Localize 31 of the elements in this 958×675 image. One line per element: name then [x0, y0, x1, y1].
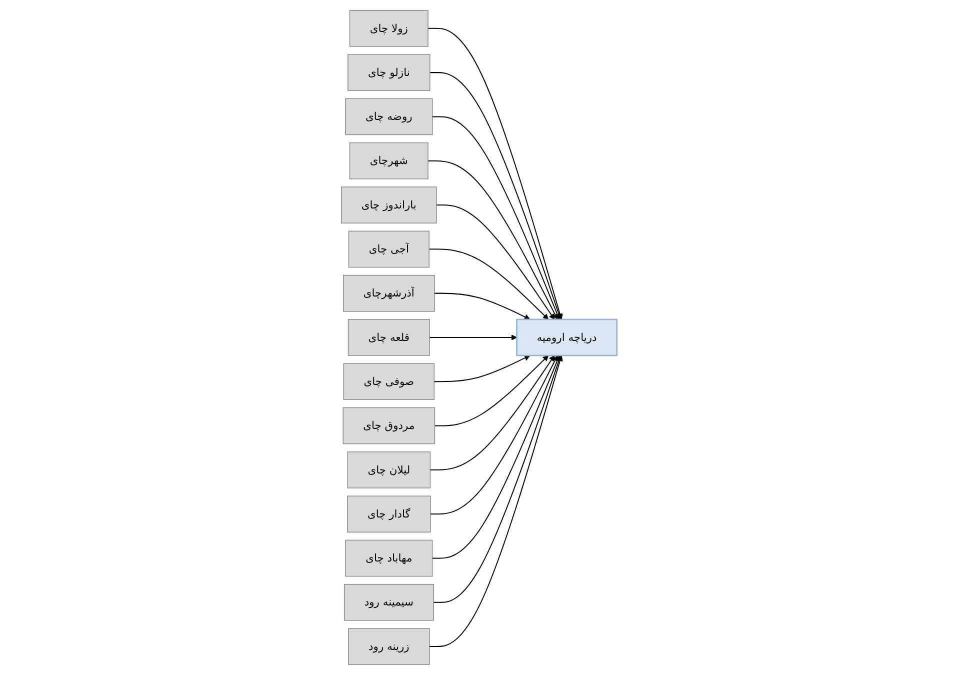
node-box: قلعه چای — [348, 319, 430, 356]
node-box: آذرشهرچای — [342, 274, 435, 312]
arrow — [432, 116, 560, 320]
node-box: گادار چای — [346, 496, 431, 532]
node-box: زرینه رود — [348, 628, 430, 665]
arrow — [436, 204, 555, 320]
arrow — [434, 355, 548, 426]
node-box: نازلو چای — [347, 54, 430, 91]
arrow — [428, 28, 563, 320]
node-box: باراندوز چای — [340, 186, 437, 224]
arrow — [429, 355, 563, 648]
arrow — [430, 355, 555, 470]
arrow — [432, 355, 560, 559]
arrow — [433, 355, 562, 603]
node-box: روضه چای — [345, 98, 433, 136]
node-box: آجی چای — [348, 230, 430, 268]
node-box: زولا چای — [349, 10, 428, 47]
arrow — [430, 334, 517, 340]
node-box: سیمینه رود — [344, 584, 434, 621]
arrow — [428, 248, 548, 320]
node-box: مهاباد چای — [345, 540, 433, 577]
node-box: صوفی چای — [343, 363, 434, 400]
node-box: شهرچای — [349, 142, 428, 180]
node-box: لیلان چای — [347, 452, 430, 488]
arrow — [430, 72, 562, 320]
arrow — [434, 355, 530, 382]
node-box: دریاچه ارومیه — [516, 318, 618, 356]
arrow — [430, 355, 558, 515]
node-box: مردوق چای — [342, 407, 435, 444]
arrow — [434, 292, 530, 320]
arrow — [428, 160, 558, 320]
